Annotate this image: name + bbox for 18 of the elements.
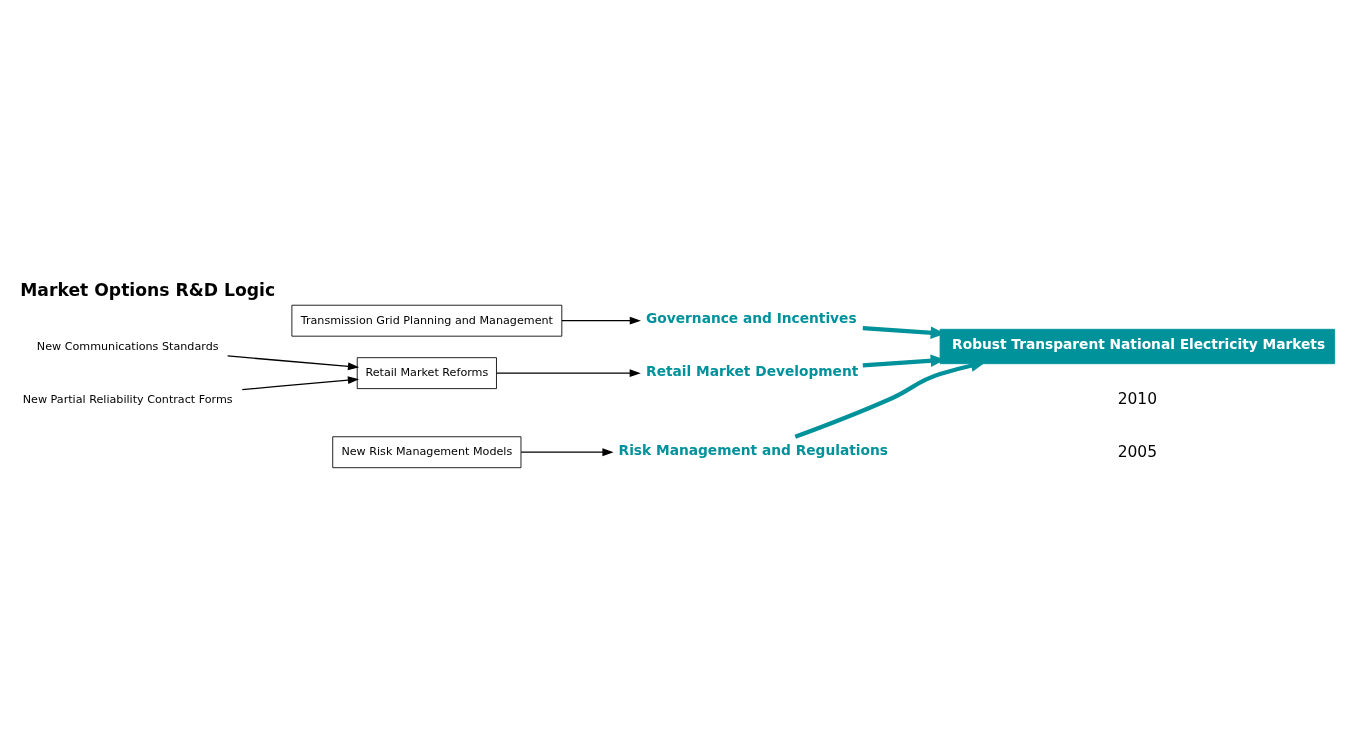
- node-text: Risk Management and Regulations: [618, 441, 888, 458]
- diagram-title: Market Options R&D Logic: [20, 279, 276, 300]
- arrow: [561, 316, 641, 325]
- arrow: [794, 359, 986, 439]
- node-text: New Communications Standards: [36, 339, 219, 353]
- node-box: Retail Market Reforms: [356, 356, 497, 389]
- node-text: Governance and Incentives: [646, 309, 857, 326]
- arrow: [241, 375, 360, 390]
- arrow: [496, 368, 641, 377]
- label: 2005: [1117, 442, 1158, 461]
- node-box: Transmission Grid Planning and Management: [291, 304, 563, 337]
- label: 2010: [1117, 389, 1158, 408]
- node-box: New Risk Management Models: [332, 435, 522, 468]
- node-box: Robust Transparent National Electricity Markets: [939, 328, 1336, 364]
- node-text: New Partial Reliability Contract Forms: [22, 392, 233, 406]
- arrow: [520, 447, 614, 456]
- arrow: [226, 354, 360, 370]
- node-text: Retail Market Development: [646, 362, 859, 379]
